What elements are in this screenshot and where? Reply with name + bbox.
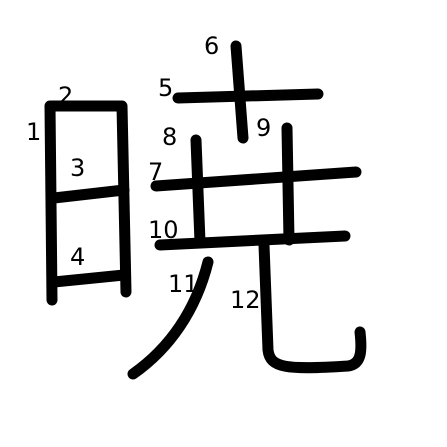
stroke-1 bbox=[44, 100, 58, 306]
stroke-number-12: 12 bbox=[230, 286, 261, 314]
stroke-10 bbox=[154, 230, 351, 251]
stroke-11 bbox=[127, 256, 214, 380]
stroke-2 bbox=[46, 100, 132, 298]
stroke-6 bbox=[230, 40, 249, 144]
stroke-number-1: 1 bbox=[26, 118, 41, 146]
stroke-12 bbox=[258, 239, 367, 374]
stroke-5 bbox=[172, 88, 324, 104]
stroke-number-5: 5 bbox=[158, 74, 173, 102]
stroke-3 bbox=[48, 184, 130, 204]
stroke-4 bbox=[48, 269, 130, 288]
stroke-7 bbox=[150, 166, 362, 192]
stroke-number-6: 6 bbox=[204, 32, 219, 60]
stroke-8 bbox=[190, 134, 206, 248]
stroke-9 bbox=[281, 122, 295, 246]
stroke-number-7: 7 bbox=[148, 158, 163, 186]
stroke-number-8: 8 bbox=[162, 123, 177, 151]
stroke-number-9: 9 bbox=[256, 114, 271, 142]
stroke-number-4: 4 bbox=[70, 243, 85, 271]
stroke-number-2: 2 bbox=[58, 82, 73, 110]
stroke-number-3: 3 bbox=[70, 154, 85, 182]
stroke-number-11: 11 bbox=[168, 270, 199, 298]
stroke-number-10: 10 bbox=[148, 216, 179, 244]
